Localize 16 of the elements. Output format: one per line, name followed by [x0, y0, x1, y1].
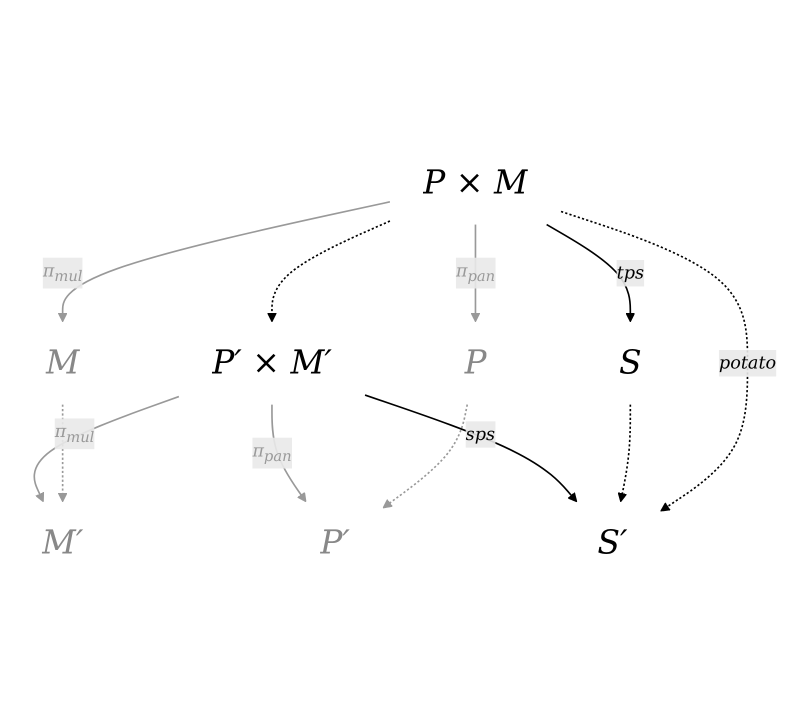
edge-label: tps	[616, 262, 644, 283]
edge-label: π$_{mul}$	[54, 420, 94, 446]
arrow	[546, 224, 636, 322]
arrow	[618, 404, 632, 502]
node-text: S	[618, 344, 642, 382]
edge-label: potato	[718, 352, 776, 373]
arrow	[58, 200, 390, 322]
arrow	[560, 210, 748, 512]
edge-label: π$_{mul}$	[42, 260, 83, 286]
edge-label: π$_{pan}$	[456, 260, 496, 286]
edge-label: sps	[466, 423, 496, 444]
arrow	[267, 220, 390, 322]
node-text: S′	[597, 524, 628, 562]
arrow	[364, 394, 578, 502]
edge-label: π$_{pan}$	[252, 440, 292, 466]
arrow	[382, 404, 468, 508]
